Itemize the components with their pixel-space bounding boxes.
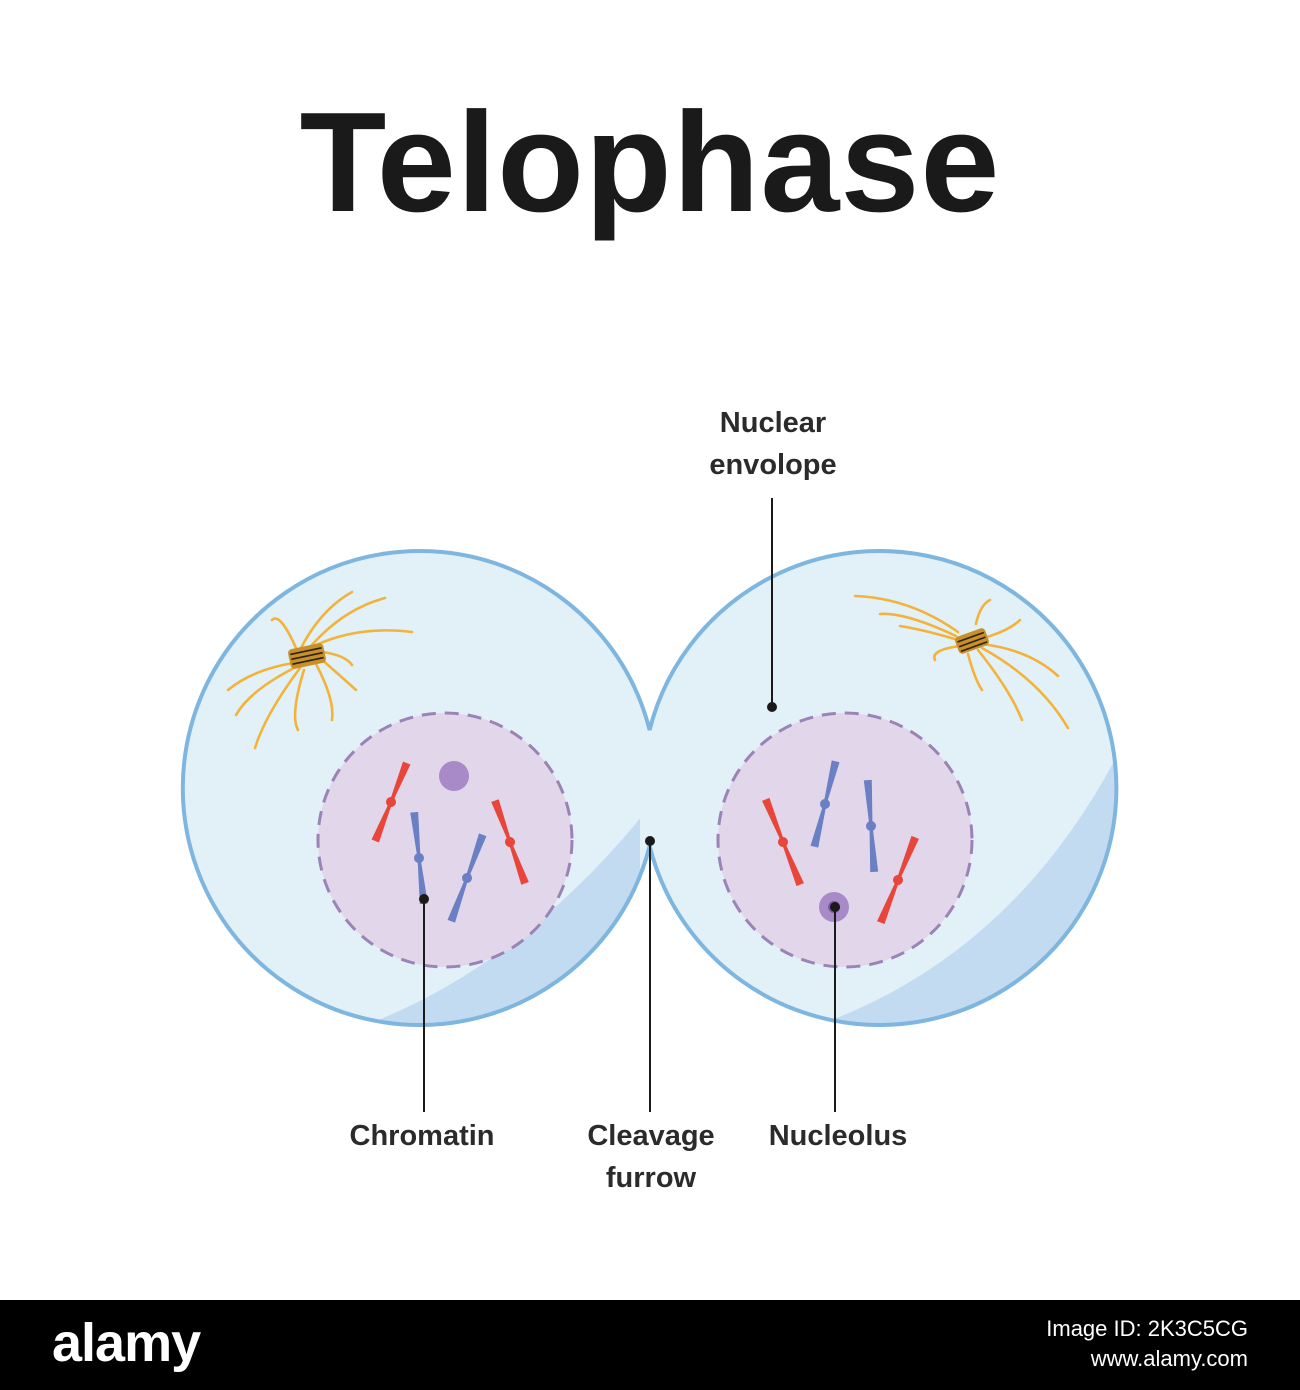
chromosome-icon <box>447 833 487 923</box>
left-nucleus <box>316 711 574 969</box>
label-chromatin: Chromatin <box>350 1120 495 1152</box>
centrosome-icon <box>288 643 326 669</box>
cleavage-bridge <box>640 700 660 880</box>
footer-meta: Image ID: 2K3C5CG www.alamy.com <box>1046 1314 1248 1374</box>
chromosome-icon <box>491 799 529 885</box>
footer-image-id: Image ID: 2K3C5CG <box>1046 1316 1248 1341</box>
right-nucleus <box>716 711 974 969</box>
page-title: Telophase <box>299 83 1001 242</box>
centrosome-icon <box>955 628 989 654</box>
telophase-diagram: Nuclear envolope Chromatin Cleavage furr… <box>180 407 1119 1194</box>
label-cleavage-furrow-line2: furrow <box>606 1162 697 1194</box>
chromosome-icon <box>810 760 840 848</box>
chromosome-icon <box>371 761 411 843</box>
leader-lines <box>423 498 836 1112</box>
footer-logo: alamy <box>52 1313 201 1373</box>
chromosome-icon <box>863 779 879 873</box>
label-nucleolus: Nucleolus <box>769 1120 908 1152</box>
chromosome-icon <box>877 835 919 925</box>
chromosome-icon <box>762 797 804 887</box>
dividing-cell <box>180 549 1119 1027</box>
label-nuclear-envelope-line1: Nuclear <box>720 407 826 439</box>
label-nuclear-envelope-line2: envolope <box>709 449 836 481</box>
footer-site: www.alamy.com <box>1090 1346 1248 1371</box>
leader-dots <box>419 702 840 912</box>
right-spindle-fibers <box>853 594 1070 730</box>
watermark-footer: alamy Image ID: 2K3C5CG www.alamy.com <box>0 1300 1300 1390</box>
chromosome-icon <box>410 811 428 905</box>
left-nucleolus <box>439 761 469 791</box>
label-cleavage-furrow-line1: Cleavage <box>587 1120 714 1152</box>
